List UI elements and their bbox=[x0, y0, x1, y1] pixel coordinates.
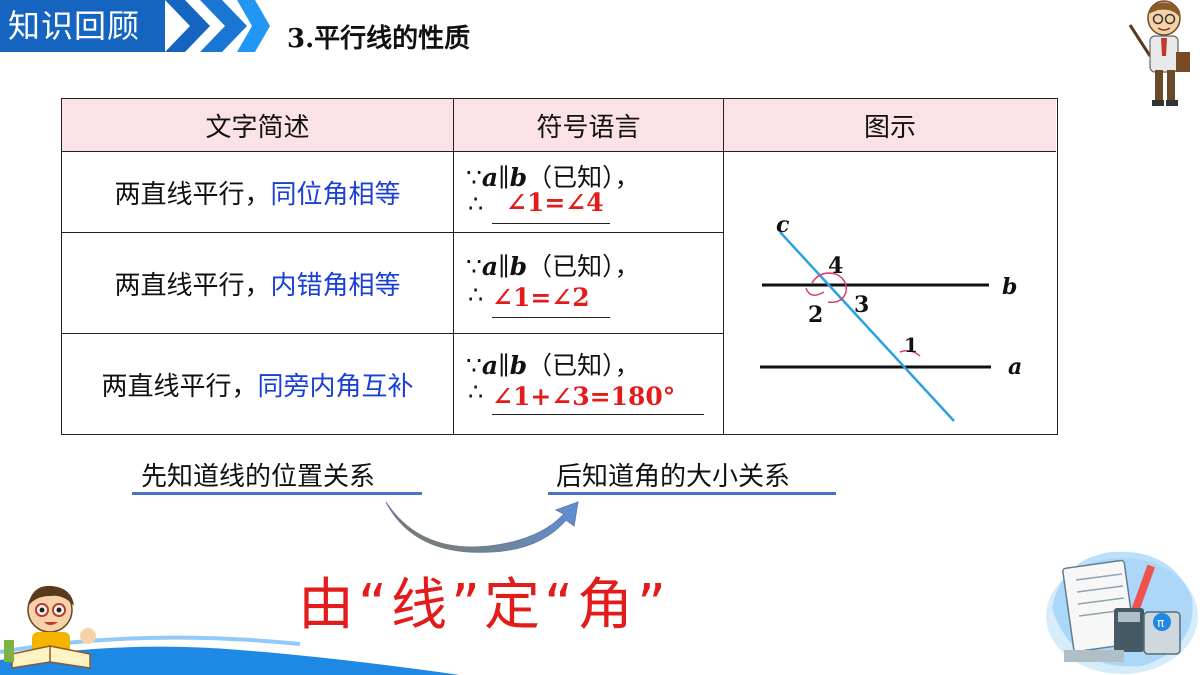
angle-label-4: 4 bbox=[828, 253, 843, 279]
angle-arc-4-3 bbox=[811, 272, 848, 304]
because-symbol: ∵ bbox=[466, 252, 482, 281]
answer-text: ∠1=∠4 bbox=[506, 188, 604, 217]
angle-arc-2 bbox=[805, 287, 825, 296]
answer-text: ∠1+∠3=180° bbox=[492, 382, 676, 411]
angle-arc-1 bbox=[899, 349, 921, 357]
table-row-text-1: 两直线平行，同位角相等 bbox=[62, 152, 454, 233]
line-b-label: b bbox=[509, 252, 528, 281]
angle-label-1: 1 bbox=[904, 333, 918, 357]
phrase-left: 先知道线的位置关系 bbox=[141, 462, 376, 492]
transversal-c bbox=[779, 231, 955, 422]
parallel-symbol: ∥ bbox=[498, 163, 510, 192]
given-note: （已知）， bbox=[527, 163, 640, 192]
label-a: a bbox=[1008, 354, 1022, 380]
row-property: 同位角相等 bbox=[270, 179, 401, 210]
line-b-label: b bbox=[509, 351, 528, 380]
angle-label-2: 2 bbox=[808, 302, 823, 328]
curved-arrow-icon bbox=[385, 501, 579, 553]
given-note: （已知）， bbox=[527, 252, 640, 281]
given-note: （已知）， bbox=[527, 351, 640, 380]
column-header-diagram: 图示 bbox=[724, 99, 1056, 152]
row-prefix: 两直线平行， bbox=[114, 179, 271, 210]
answer-underline bbox=[492, 317, 610, 318]
parallel-lines-diagram: c b a 4 3 2 1 bbox=[760, 212, 1022, 422]
page-title: 3.平行线的性质 bbox=[287, 24, 471, 54]
because-symbol: ∵ bbox=[466, 351, 482, 380]
svg-text:π: π bbox=[1157, 616, 1164, 630]
column-header-symbol: 符号语言 bbox=[454, 99, 724, 152]
line-a-label: a bbox=[481, 252, 499, 281]
student-reading-icon bbox=[4, 585, 96, 669]
therefore-symbol: ∴ bbox=[468, 378, 484, 406]
table-row-text-3: 两直线平行，同旁内角互补 bbox=[62, 334, 454, 434]
therefore-symbol: ∴ bbox=[468, 281, 484, 309]
table-row-symbol-3: ∵a∥b（已知）， ∴ ∠1+∠3=180° bbox=[454, 334, 724, 434]
table-row-symbol-1: ∵a∥b（已知）， ∴ ∠1=∠4 bbox=[454, 152, 724, 233]
label-b: b bbox=[1002, 274, 1017, 300]
label-c: c bbox=[776, 212, 790, 238]
answer-text: ∠1=∠2 bbox=[492, 283, 590, 312]
math-tools-icon: π bbox=[1046, 551, 1198, 674]
table-row-symbol-2: ∵a∥b（已知）， ∴ ∠1=∠2 bbox=[454, 233, 724, 334]
answer-underline bbox=[492, 223, 610, 224]
teacher-icon bbox=[1128, 0, 1190, 106]
phrase-right: 后知道角的大小关系 bbox=[556, 462, 791, 492]
phrase-right-underline bbox=[548, 492, 836, 495]
parallel-symbol: ∥ bbox=[498, 351, 510, 380]
column-header-text: 文字简述 bbox=[62, 99, 454, 152]
section-tag-banner bbox=[0, 0, 270, 52]
line-b-label: b bbox=[509, 163, 528, 192]
phrase-left-underline bbox=[132, 492, 422, 495]
line-a-label: a bbox=[481, 163, 499, 192]
therefore-symbol: ∴ bbox=[468, 190, 484, 218]
parallel-symbol: ∥ bbox=[498, 252, 510, 281]
table-row-text-2: 两直线平行，内错角相等 bbox=[62, 233, 454, 334]
slogan-text: 由“线”定“角” bbox=[298, 573, 671, 638]
row-property: 同旁内角互补 bbox=[257, 371, 414, 402]
line-a-label: a bbox=[481, 351, 499, 380]
properties-table: 文字简述 符号语言 图示 两直线平行，同位角相等 ∵a∥b（已知）， ∴ ∠1=… bbox=[61, 98, 1058, 435]
row-property: 内错角相等 bbox=[270, 270, 401, 301]
section-tag-label: 知识回顾 bbox=[8, 7, 141, 45]
row-prefix: 两直线平行， bbox=[101, 371, 258, 402]
answer-underline bbox=[492, 414, 704, 415]
angle-label-3: 3 bbox=[854, 292, 869, 318]
because-symbol: ∵ bbox=[466, 163, 482, 192]
row-prefix: 两直线平行， bbox=[114, 270, 271, 301]
